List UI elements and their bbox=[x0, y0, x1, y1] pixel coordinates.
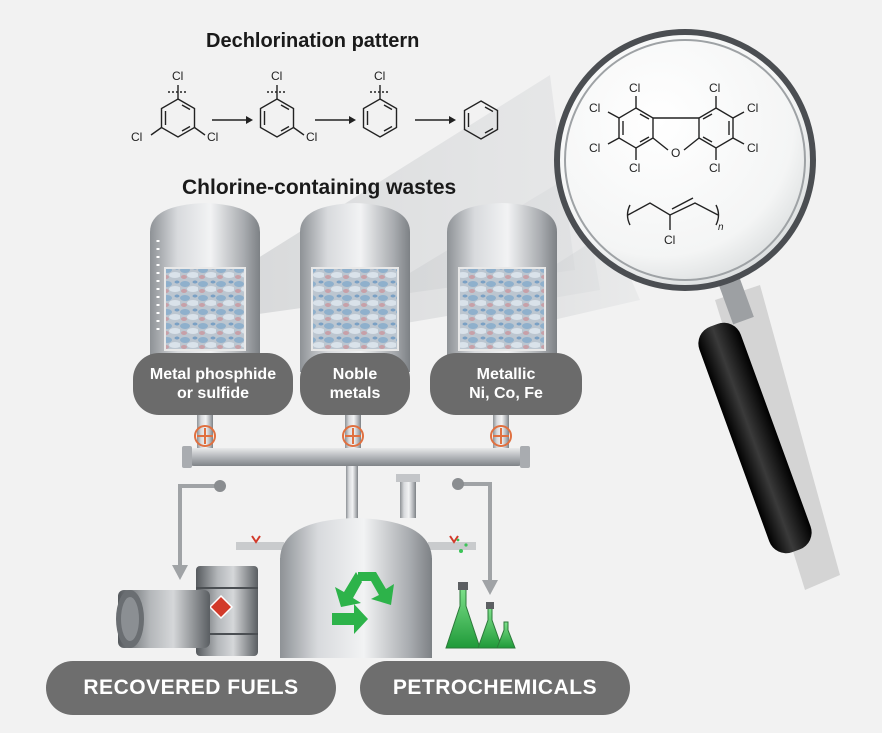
valve-icon bbox=[194, 425, 512, 447]
dechlorination-atom-labels: Cl Cl Cl Cl Cl Cl bbox=[131, 69, 385, 144]
petro-flow-origin bbox=[452, 478, 464, 490]
cl-atom-label: Cl bbox=[589, 101, 600, 115]
chlorinated-dibenzofuran bbox=[607, 96, 745, 160]
cl-atom-label: Cl bbox=[374, 69, 385, 83]
magnifying-glass-icon bbox=[554, 29, 840, 590]
dechlorination-scheme bbox=[150, 85, 499, 140]
catalyst-line-2: metals bbox=[329, 385, 381, 402]
cl-atom-label: Cl bbox=[629, 81, 640, 95]
repeat-subscript: n bbox=[718, 222, 724, 233]
reactor-2 bbox=[300, 203, 410, 372]
cl-atom-label: Cl bbox=[306, 130, 317, 144]
flask-icon bbox=[445, 538, 516, 649]
pvc-labels: Cl n bbox=[664, 222, 724, 247]
fuel-flow-origin bbox=[214, 480, 226, 492]
cl-atom-label: Cl bbox=[589, 141, 600, 155]
cl-atom-label: Cl bbox=[207, 130, 218, 144]
catalyst-line-1: Metallic bbox=[476, 365, 536, 383]
chlorobenzene bbox=[362, 85, 398, 138]
catalyst-line-1: Noble bbox=[332, 365, 378, 383]
catalyst-label-noble: Noble metals bbox=[300, 353, 410, 415]
reactor-3 bbox=[447, 203, 557, 372]
reactor-1 bbox=[150, 203, 260, 372]
catalyst-label-metallic: Metallic Ni, Co, Fe bbox=[430, 353, 582, 415]
cl-atom-label: Cl bbox=[131, 130, 142, 144]
petrochemicals-label: PETROCHEMICALS bbox=[360, 661, 630, 715]
fuel-barrel-icon bbox=[116, 566, 258, 656]
dichlorobenzene bbox=[259, 85, 305, 138]
catalyst-line-2: or sulfide bbox=[176, 385, 249, 402]
fuel-arrowhead bbox=[172, 565, 188, 580]
petro-arrowhead bbox=[482, 580, 498, 595]
catalyst-line-1: Metal phosphide bbox=[149, 365, 277, 383]
cl-atom-label: Cl bbox=[709, 81, 720, 95]
cl-atom-label: Cl bbox=[709, 161, 720, 175]
catalyst-label-phosphide: Metal phosphide or sulfide bbox=[133, 353, 293, 415]
dechlorination-title: Dechlorination pattern bbox=[206, 30, 420, 52]
catalyst-line-2: Ni, Co, Fe bbox=[469, 385, 543, 402]
cl-atom-label: Cl bbox=[747, 141, 758, 155]
cl-atom-label: Cl bbox=[664, 233, 675, 247]
recycling-tank bbox=[236, 518, 476, 658]
pvc-repeat-unit bbox=[626, 197, 720, 230]
molecule-atom-labels: Cl Cl Cl Cl Cl Cl Cl Cl O bbox=[589, 81, 758, 175]
cl-atom-label: Cl bbox=[172, 69, 183, 83]
trichlorobenzene bbox=[150, 85, 206, 138]
recycle-icon bbox=[332, 572, 394, 634]
flow-arrows bbox=[178, 482, 492, 580]
benzene bbox=[463, 100, 499, 140]
wastes-title: Chlorine-containing wastes bbox=[182, 176, 457, 199]
recovered-fuels-label: RECOVERED FUELS bbox=[46, 661, 336, 715]
pipe-network bbox=[182, 415, 530, 528]
cl-atom-label: Cl bbox=[629, 161, 640, 175]
cl-atom-label: Cl bbox=[747, 101, 758, 115]
o-atom-label: O bbox=[671, 146, 680, 160]
cl-atom-label: Cl bbox=[271, 69, 282, 83]
